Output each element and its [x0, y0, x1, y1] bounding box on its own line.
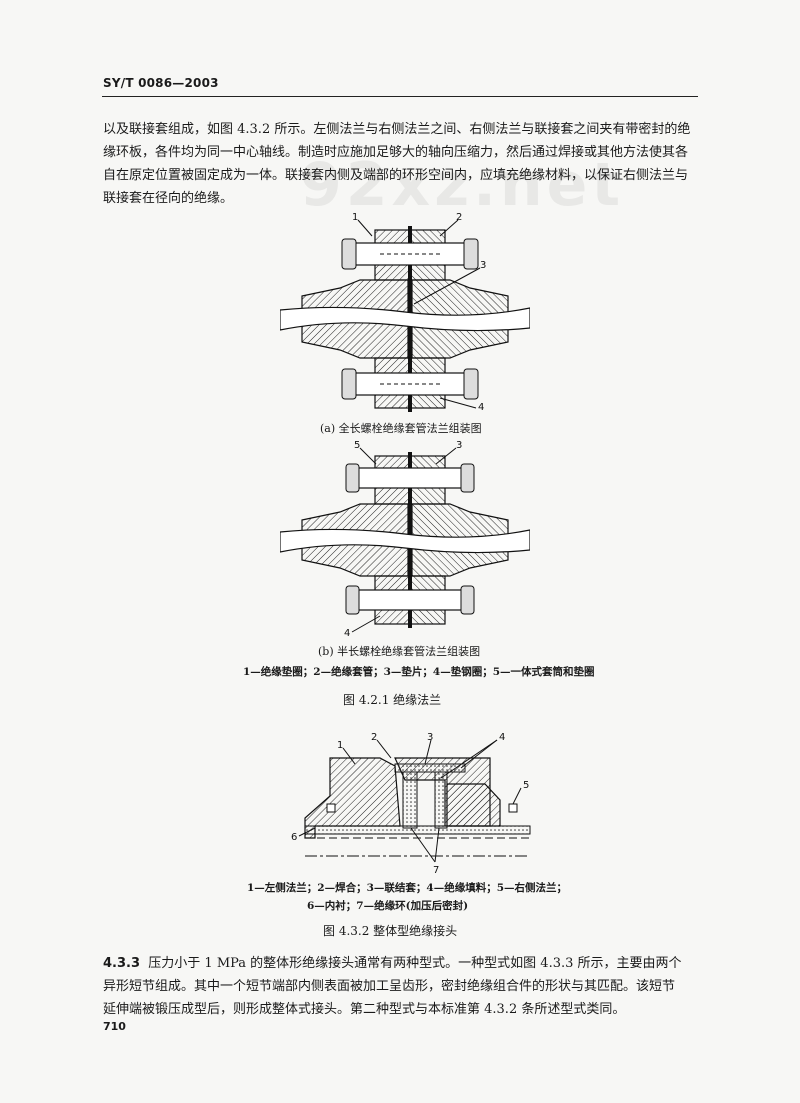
- figure-4-3-2-title: 图 4.3.2 整体型绝缘接头: [323, 924, 458, 938]
- section-line: 4.3.3 压力小于 1 MPa 的整体形绝缘接头通常有两种型式。一种型式如图 …: [103, 952, 697, 975]
- flange-diagram-b: 5 3 4: [280, 440, 530, 639]
- joint-label-4: 4: [499, 732, 505, 743]
- intro-line: 缘环板，各件均为同一中心轴线。制造时应施加足够大的轴向压缩力，然后通过焊接或其他…: [103, 145, 689, 160]
- section-line-text: 压力小于 1 MPa 的整体形绝缘接头通常有两种型式。一种型式如图 4.3.3 …: [148, 956, 682, 971]
- diagram-b-label-4: 4: [344, 628, 350, 639]
- diagram-a-label-4: 4: [478, 402, 484, 413]
- insulating-joint-diagram: 1 2 3 4 5 6 7: [291, 732, 531, 876]
- intro-paragraph: 以及联接套组成，如图 4.3.2 所示。左侧法兰与右侧法兰之间、右侧法兰与联接套…: [103, 118, 697, 210]
- joint-label-1: 1: [337, 740, 343, 751]
- section-line: 异形短节组成。其中一个短节端部内侧表面被加工呈齿形，密封绝缘组合件的形状与其匹配…: [103, 979, 676, 994]
- section-4-3-3: 4.3.3 压力小于 1 MPa 的整体形绝缘接头通常有两种型式。一种型式如图 …: [103, 952, 697, 1021]
- diagram-a-label-3: 3: [480, 260, 486, 271]
- flange-diagram-a: 1 2 3 4: [280, 212, 530, 413]
- section-number: 4.3.3: [103, 956, 141, 971]
- joint-label-6: 6: [291, 832, 297, 843]
- diagram-a-label-1: 1: [352, 212, 358, 223]
- figure-4-2-1-title: 图 4.2.1 绝缘法兰: [343, 693, 442, 707]
- joint-label-2: 2: [371, 732, 377, 743]
- figure-a-caption: (a) 全长螺栓绝缘套管法兰组装图: [320, 422, 482, 435]
- figure-4-2-1-legend: 1—绝缘垫圈；2—绝缘套管；3—垫片；4—垫钢圈；5—一体式套筒和垫圈: [243, 666, 595, 678]
- joint-label-5: 5: [523, 780, 529, 791]
- diagram-a-label-2: 2: [456, 212, 462, 223]
- page-number: 710: [103, 1020, 126, 1033]
- watermark: 92xz.net: [300, 150, 625, 220]
- intro-line: 以及联接套组成，如图 4.3.2 所示。左侧法兰与右侧法兰之间、右侧法兰与联接套…: [103, 122, 691, 137]
- diagram-b-label-3: 3: [456, 440, 462, 451]
- joint-label-7: 7: [433, 865, 439, 876]
- header-rule: [102, 96, 698, 97]
- page-header-code: SY/T 0086—2003: [103, 76, 219, 90]
- intro-line: 联接套在径向的绝缘。: [103, 191, 234, 206]
- figure-b-caption: (b) 半长螺栓绝缘套管法兰组装图: [318, 645, 481, 658]
- diagram-b-label-5: 5: [354, 440, 360, 451]
- figure-4-3-2-legend-line2: 6—内衬；7—绝缘环(加压后密封): [307, 900, 469, 912]
- intro-line: 自在原定位置被固定成为一体。联接套内侧及端部的环形空间内，应填充绝缘材料，以保证…: [103, 168, 689, 183]
- joint-label-3: 3: [427, 732, 433, 743]
- section-line: 延伸端被锻压成型后，则形成整体式接头。第二种型式与本标准第 4.3.2 条所述型…: [103, 1002, 626, 1017]
- figure-4-3-2-legend-line1: 1—左侧法兰；2—焊合；3—联结套；4—绝缘填料；5—右侧法兰；: [247, 882, 568, 894]
